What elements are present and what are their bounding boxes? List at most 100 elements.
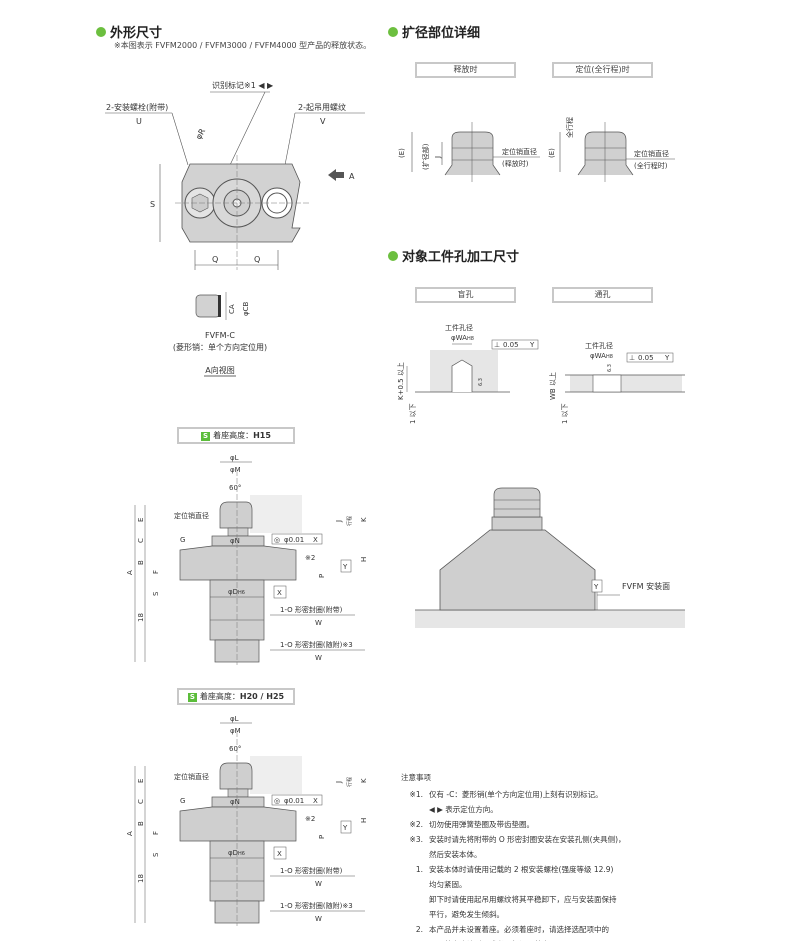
label-J: J — [434, 156, 442, 159]
tab-locate: 定位(全行程)时 — [552, 62, 653, 78]
mount-drawing: Y FVFM 安装面 — [415, 487, 685, 628]
label-Q2: Q — [254, 255, 260, 264]
dim-D: φDH6 — [228, 588, 245, 596]
dim-ref2: ※2 — [305, 815, 315, 823]
dim-E: E — [137, 518, 145, 522]
note-text: 仅有 -C：菱形销(单个方向定位用)上刻有识别标记。 — [429, 790, 603, 799]
dim-P: P — [318, 574, 326, 578]
arrow-left-icon — [328, 169, 344, 181]
dim-A: A — [126, 831, 134, 836]
dim-pin: 定位销直径 — [174, 772, 209, 781]
tab-through: 通孔 — [552, 287, 653, 303]
note-line: 平行，避免发生倾斜。 — [401, 907, 626, 922]
note-key — [401, 877, 423, 892]
dim-S: S — [152, 852, 160, 857]
note-line: ※2.切勿使用弹簧垫圈及带齿垫圈。 — [401, 817, 626, 832]
notes-title: 注意事项 — [401, 773, 431, 782]
note-line: ◀ ▶ 表示定位方向。 — [401, 802, 626, 817]
W2: W — [315, 915, 322, 923]
blind-ra: 6.3 — [478, 378, 484, 386]
dim-angle: 60° — [229, 745, 241, 753]
through-ra: 6.3 — [607, 364, 613, 372]
dim-P: P — [318, 835, 326, 839]
svg-text:◎: ◎ — [274, 797, 280, 805]
dim-B: B — [137, 821, 145, 826]
label-S: S — [150, 200, 155, 209]
note-text: 卸下时请使用起吊用螺纹将其平稳卸下，应与安装面保持 — [429, 895, 617, 904]
outline-drawing: 识别标记※1 ◀ ▶ 2-安装螺栓(附带) U 2-起吊用螺纹 V φR S — [105, 80, 365, 377]
outline-note: ※本图表示 FVFM2000 / FVFM3000 / FVFM4000 型产品… — [114, 41, 372, 50]
note-text: ◀ ▶ 表示定位方向。 — [429, 805, 498, 814]
blind-min: 1 以下 — [409, 403, 417, 424]
note-text: 然后安装本体。 — [429, 850, 482, 859]
note-text: 安装时请先将附带的 O 形密封圈安装在安装孔侧(夹具侧)， — [429, 835, 626, 844]
dim-E: E — [137, 779, 145, 783]
W1: W — [315, 619, 322, 627]
dim-L: φL — [230, 715, 239, 723]
note-key: 2. — [415, 925, 423, 934]
dim-A: A — [126, 570, 134, 575]
dim-J: J — [335, 520, 343, 523]
note-text: 安装本体时请使用记载的 2 根安装螺栓(强度等级 12.9) — [429, 865, 614, 874]
oring1: 1-O 形密封圈(附带) — [280, 866, 343, 875]
through-datum: Y — [664, 354, 670, 362]
sub-model: FVFM-C — [205, 331, 235, 340]
label-CA: CA — [228, 304, 236, 314]
svg-text:◎: ◎ — [274, 536, 280, 544]
note-key: ※2. — [409, 820, 423, 829]
dim-N: φN — [230, 798, 240, 806]
label-stroke: 全行程 — [565, 117, 574, 138]
dim-C: C — [137, 799, 145, 804]
through-tol: 0.05 — [638, 354, 654, 362]
blind-datum: Y — [529, 341, 535, 349]
note-key: ※3. — [409, 835, 423, 844]
label-E-left: (E) — [398, 148, 406, 158]
dim-angle: 60° — [229, 484, 241, 492]
dim-D: φDH6 — [228, 849, 245, 857]
section-expand: 扩径部位详细 — [388, 22, 480, 41]
label-range: (扩径部) — [421, 143, 430, 170]
oring2: 1-O 形密封圈(随附)※3 — [280, 901, 353, 910]
through-min: 1 以下 — [561, 403, 569, 424]
notes: 注意事项 ※1. 仅有 -C：菱形销(单个方向定位用)上刻有识别标记。 ◀ ▶ 表示… — [401, 770, 626, 941]
dim-X-ref: X — [313, 797, 318, 805]
dim-C: C — [137, 538, 145, 543]
label-state-right: (全行程时) — [634, 161, 668, 170]
label-bolt: 2-安装螺栓(附带) — [106, 102, 168, 112]
dim-X: X — [277, 589, 282, 597]
label-pin-left: 定位销直径 — [502, 147, 537, 156]
tab-blind: 盲孔 — [415, 287, 516, 303]
bullet-icon — [96, 26, 106, 37]
bullet-icon — [388, 250, 398, 261]
svg-text:⊥: ⊥ — [494, 341, 500, 349]
dim-Y: Y — [342, 563, 348, 571]
note-line: 均匀紧固。 — [401, 877, 626, 892]
seat-label: 着座高度： — [213, 431, 254, 440]
through-label: 工件孔径 — [585, 341, 613, 350]
note-line: 2. 本产品并未设置着座。必须着座时，请选择选配项中的 — [401, 922, 626, 937]
through-dia: φWAH8 — [590, 352, 613, 360]
dim-coax: φ0.01 — [284, 797, 304, 805]
label-A-arrow: A — [349, 172, 355, 181]
dim-coax: φ0.01 — [284, 536, 304, 544]
seat-value: H20 / H25 — [239, 692, 285, 701]
label-V: V — [320, 117, 326, 126]
blind-depth: K+0.5 以上 — [396, 362, 405, 400]
note-key — [401, 802, 423, 817]
seat-svg: φL φM 60° 定位销直径 E C B A 18 F S G φN ◎φ0.… — [126, 715, 368, 926]
note-key: 1. — [415, 865, 423, 874]
note-key — [401, 937, 423, 941]
label-mark: 识别标记※1 ◀ ▶ — [212, 80, 274, 90]
blind-dia: φWAH8 — [451, 334, 474, 342]
note-key — [401, 847, 423, 862]
note-line: -B：着座确认型，或者另行设置着座。 — [401, 937, 626, 941]
note-text: 本产品并未设置着座。必须着座时，请选择选配项中的 — [429, 925, 609, 934]
label-Q1: Q — [212, 255, 218, 264]
seat-svg: φL φM 60° 定位销直径 E C B A 18 F S G φN ◎φ0.… — [126, 454, 368, 665]
note-line: 卸下时请使用起吊用螺纹将其平稳卸下，应与安装面保持 — [401, 892, 626, 907]
dim-ref2: ※2 — [305, 554, 315, 562]
dim-K: K — [360, 778, 368, 783]
note-key — [401, 892, 423, 907]
note-key: ※1. — [409, 790, 423, 799]
